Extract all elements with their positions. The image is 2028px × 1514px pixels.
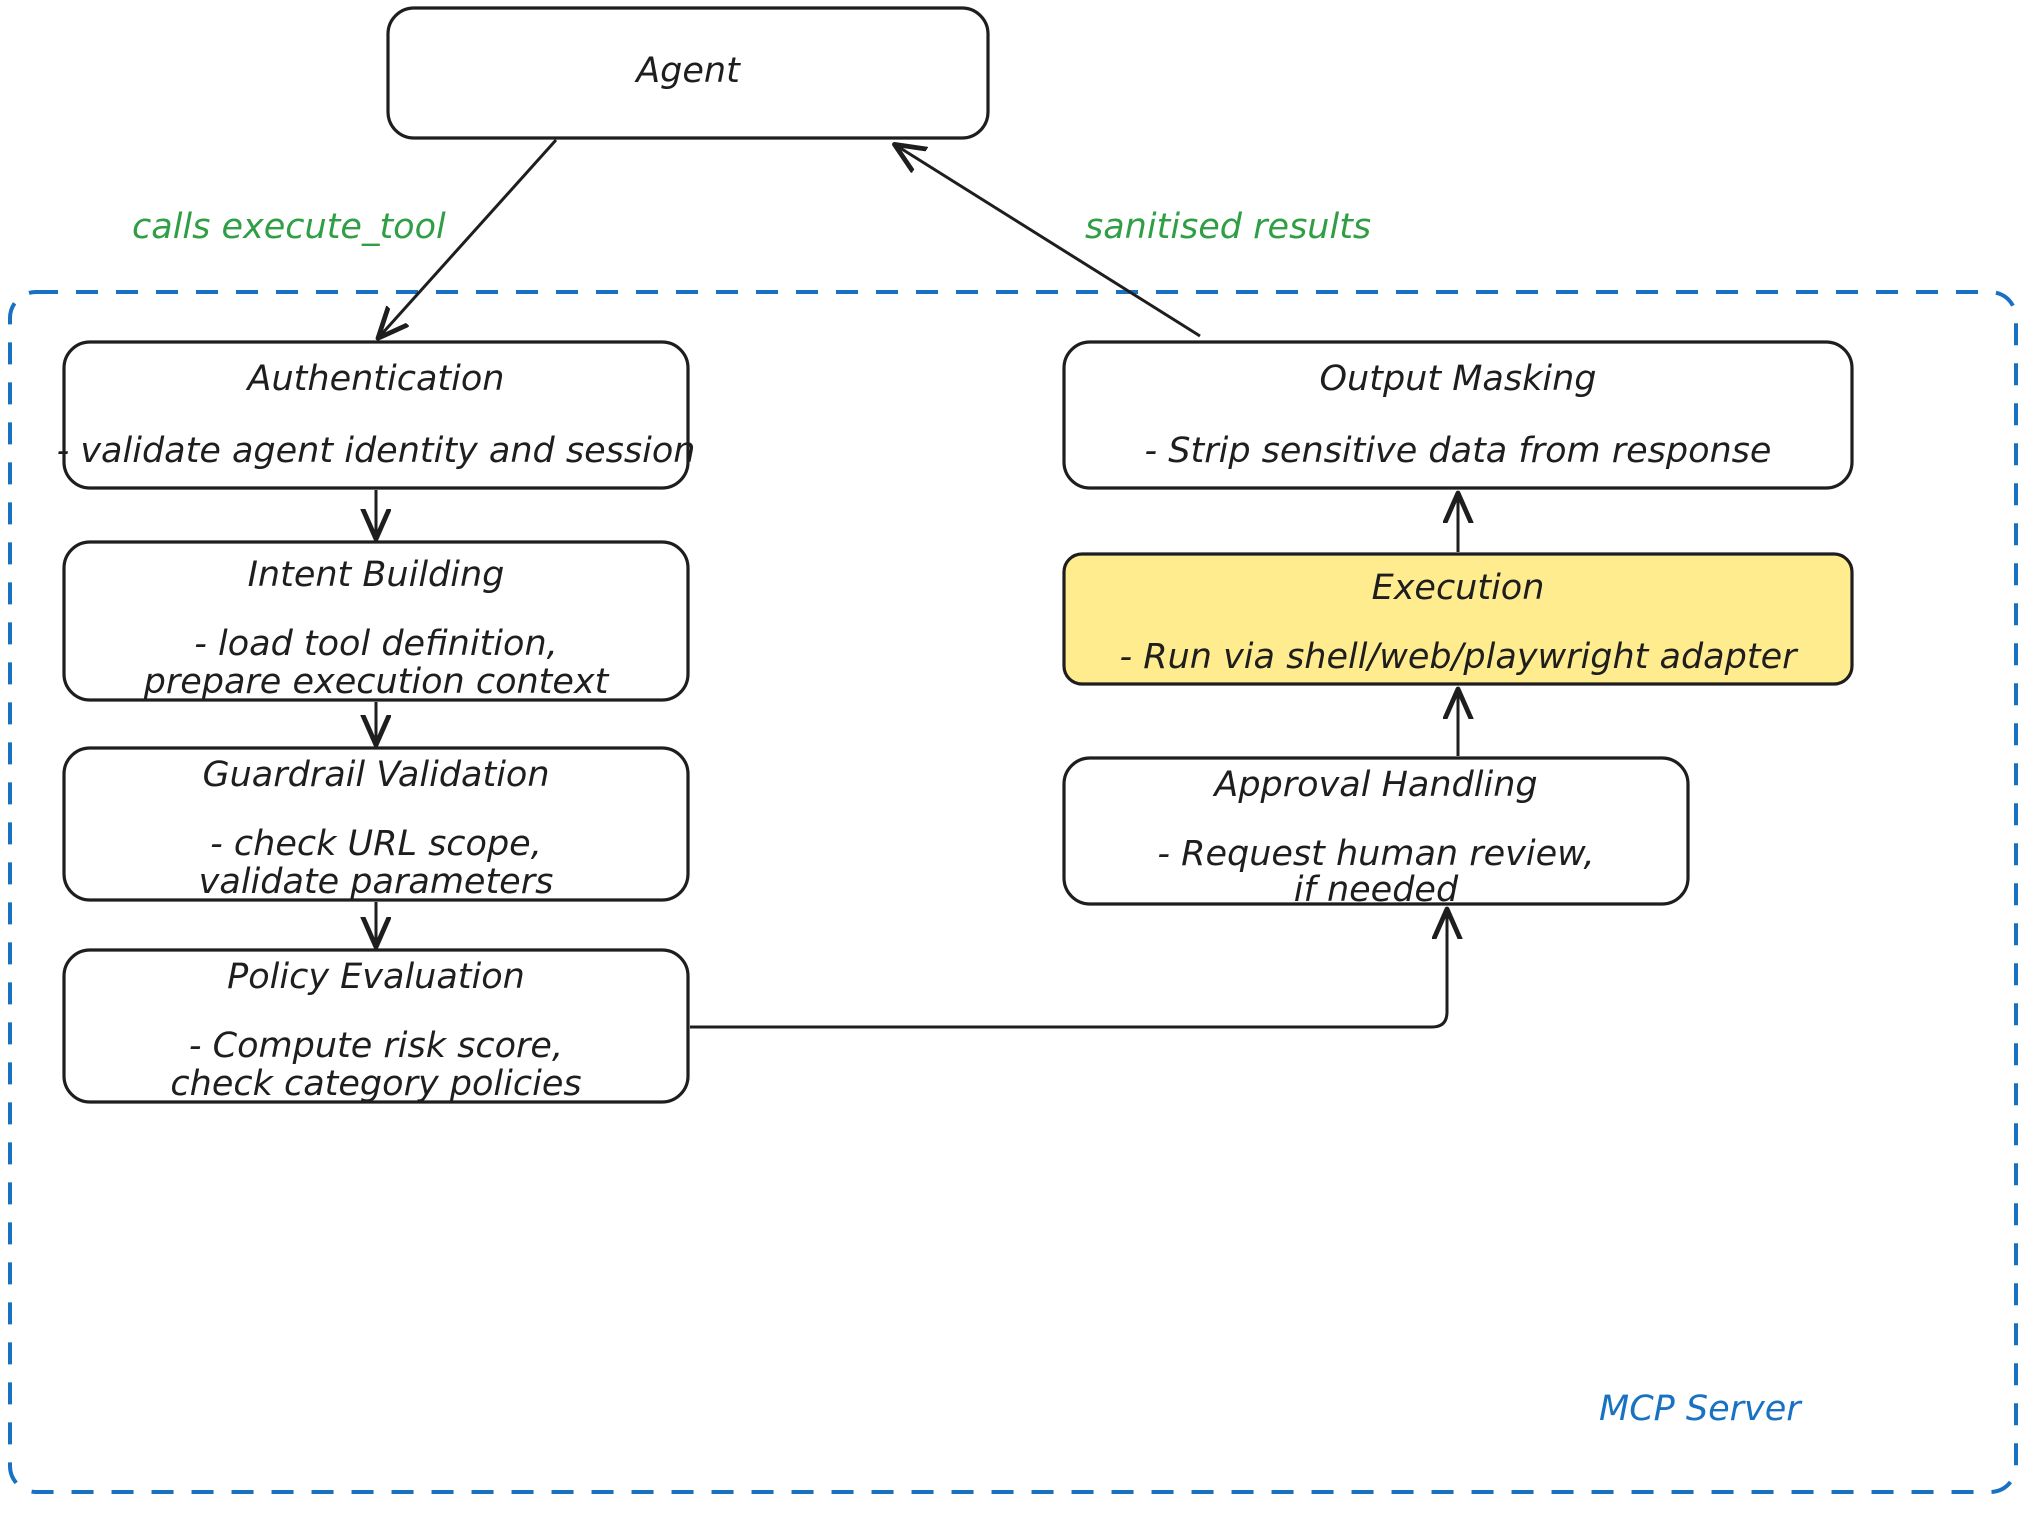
node-agent-title: Agent <box>634 51 741 91</box>
edge-output-masking-to-agent <box>897 146 1201 338</box>
node-policy-evaluation[interactable]: Policy Evaluation - Compute risk score, … <box>62 948 690 1104</box>
node-approval-handling-title: Approval Handling <box>1212 765 1537 805</box>
node-authentication-desc: - validate agent identity and session <box>57 431 696 471</box>
node-agent-box[interactable] <box>386 6 990 140</box>
node-approval-handling-box[interactable] <box>1062 756 1690 906</box>
edge-policy-evaluation-to-approval-handling <box>690 912 1447 1029</box>
node-authentication-box[interactable] <box>62 340 690 490</box>
node-output-masking-title: Output Masking <box>1320 359 1597 399</box>
mcp-server-group-box <box>8 290 2018 1494</box>
node-execution-title: Execution <box>1372 568 1545 608</box>
node-agent[interactable]: Agent <box>386 6 990 140</box>
node-policy-evaluation-box[interactable] <box>62 948 690 1104</box>
node-authentication-title: Authentication <box>246 359 505 399</box>
mcp-server-group-label: MCP Server <box>1599 1389 1803 1429</box>
node-output-masking[interactable]: Output Masking - Strip sensitive data fr… <box>1062 340 1854 490</box>
node-execution[interactable]: Execution - Run via shell/web/playwright… <box>1062 552 1854 686</box>
node-intent-building-desc-line1: - load tool definition, <box>194 624 558 664</box>
node-guardrail-validation-box[interactable] <box>62 746 690 902</box>
node-approval-handling[interactable]: Approval Handling - Request human review… <box>1062 756 1690 910</box>
node-approval-handling-desc-line2: if needed <box>1294 870 1459 910</box>
edge-label-calls-execute-tool: calls execute_tool <box>132 207 446 247</box>
node-guardrail-validation[interactable]: Guardrail Validation - check URL scope, … <box>62 746 690 902</box>
edge-agent-to-authentication <box>380 138 558 336</box>
node-output-masking-desc: - Strip sensitive data from response <box>1145 431 1772 471</box>
node-intent-building-title: Intent Building <box>248 555 505 595</box>
node-policy-evaluation-desc-line2: check category policies <box>170 1064 581 1104</box>
node-guardrail-validation-desc-line2: validate parameters <box>199 862 554 902</box>
node-guardrail-validation-desc-line1: - check URL scope, <box>210 824 542 864</box>
node-intent-building[interactable]: Intent Building - load tool definition, … <box>62 540 690 702</box>
node-execution-box[interactable] <box>1062 552 1854 686</box>
node-intent-building-box[interactable] <box>62 540 690 702</box>
node-policy-evaluation-title: Policy Evaluation <box>227 957 525 997</box>
node-guardrail-validation-title: Guardrail Validation <box>202 755 549 795</box>
node-intent-building-desc-line2: prepare execution context <box>143 662 610 702</box>
node-approval-handling-desc-line1: - Request human review, <box>1157 834 1594 874</box>
edge-label-sanitised-results: sanitised results <box>1085 207 1371 247</box>
node-policy-evaluation-desc-line1: - Compute risk score, <box>189 1026 563 1066</box>
node-output-masking-box[interactable] <box>1062 340 1854 490</box>
node-execution-desc: - Run via shell/web/playwright adapter <box>1120 637 1800 677</box>
node-authentication[interactable]: Authentication - validate agent identity… <box>57 340 696 490</box>
